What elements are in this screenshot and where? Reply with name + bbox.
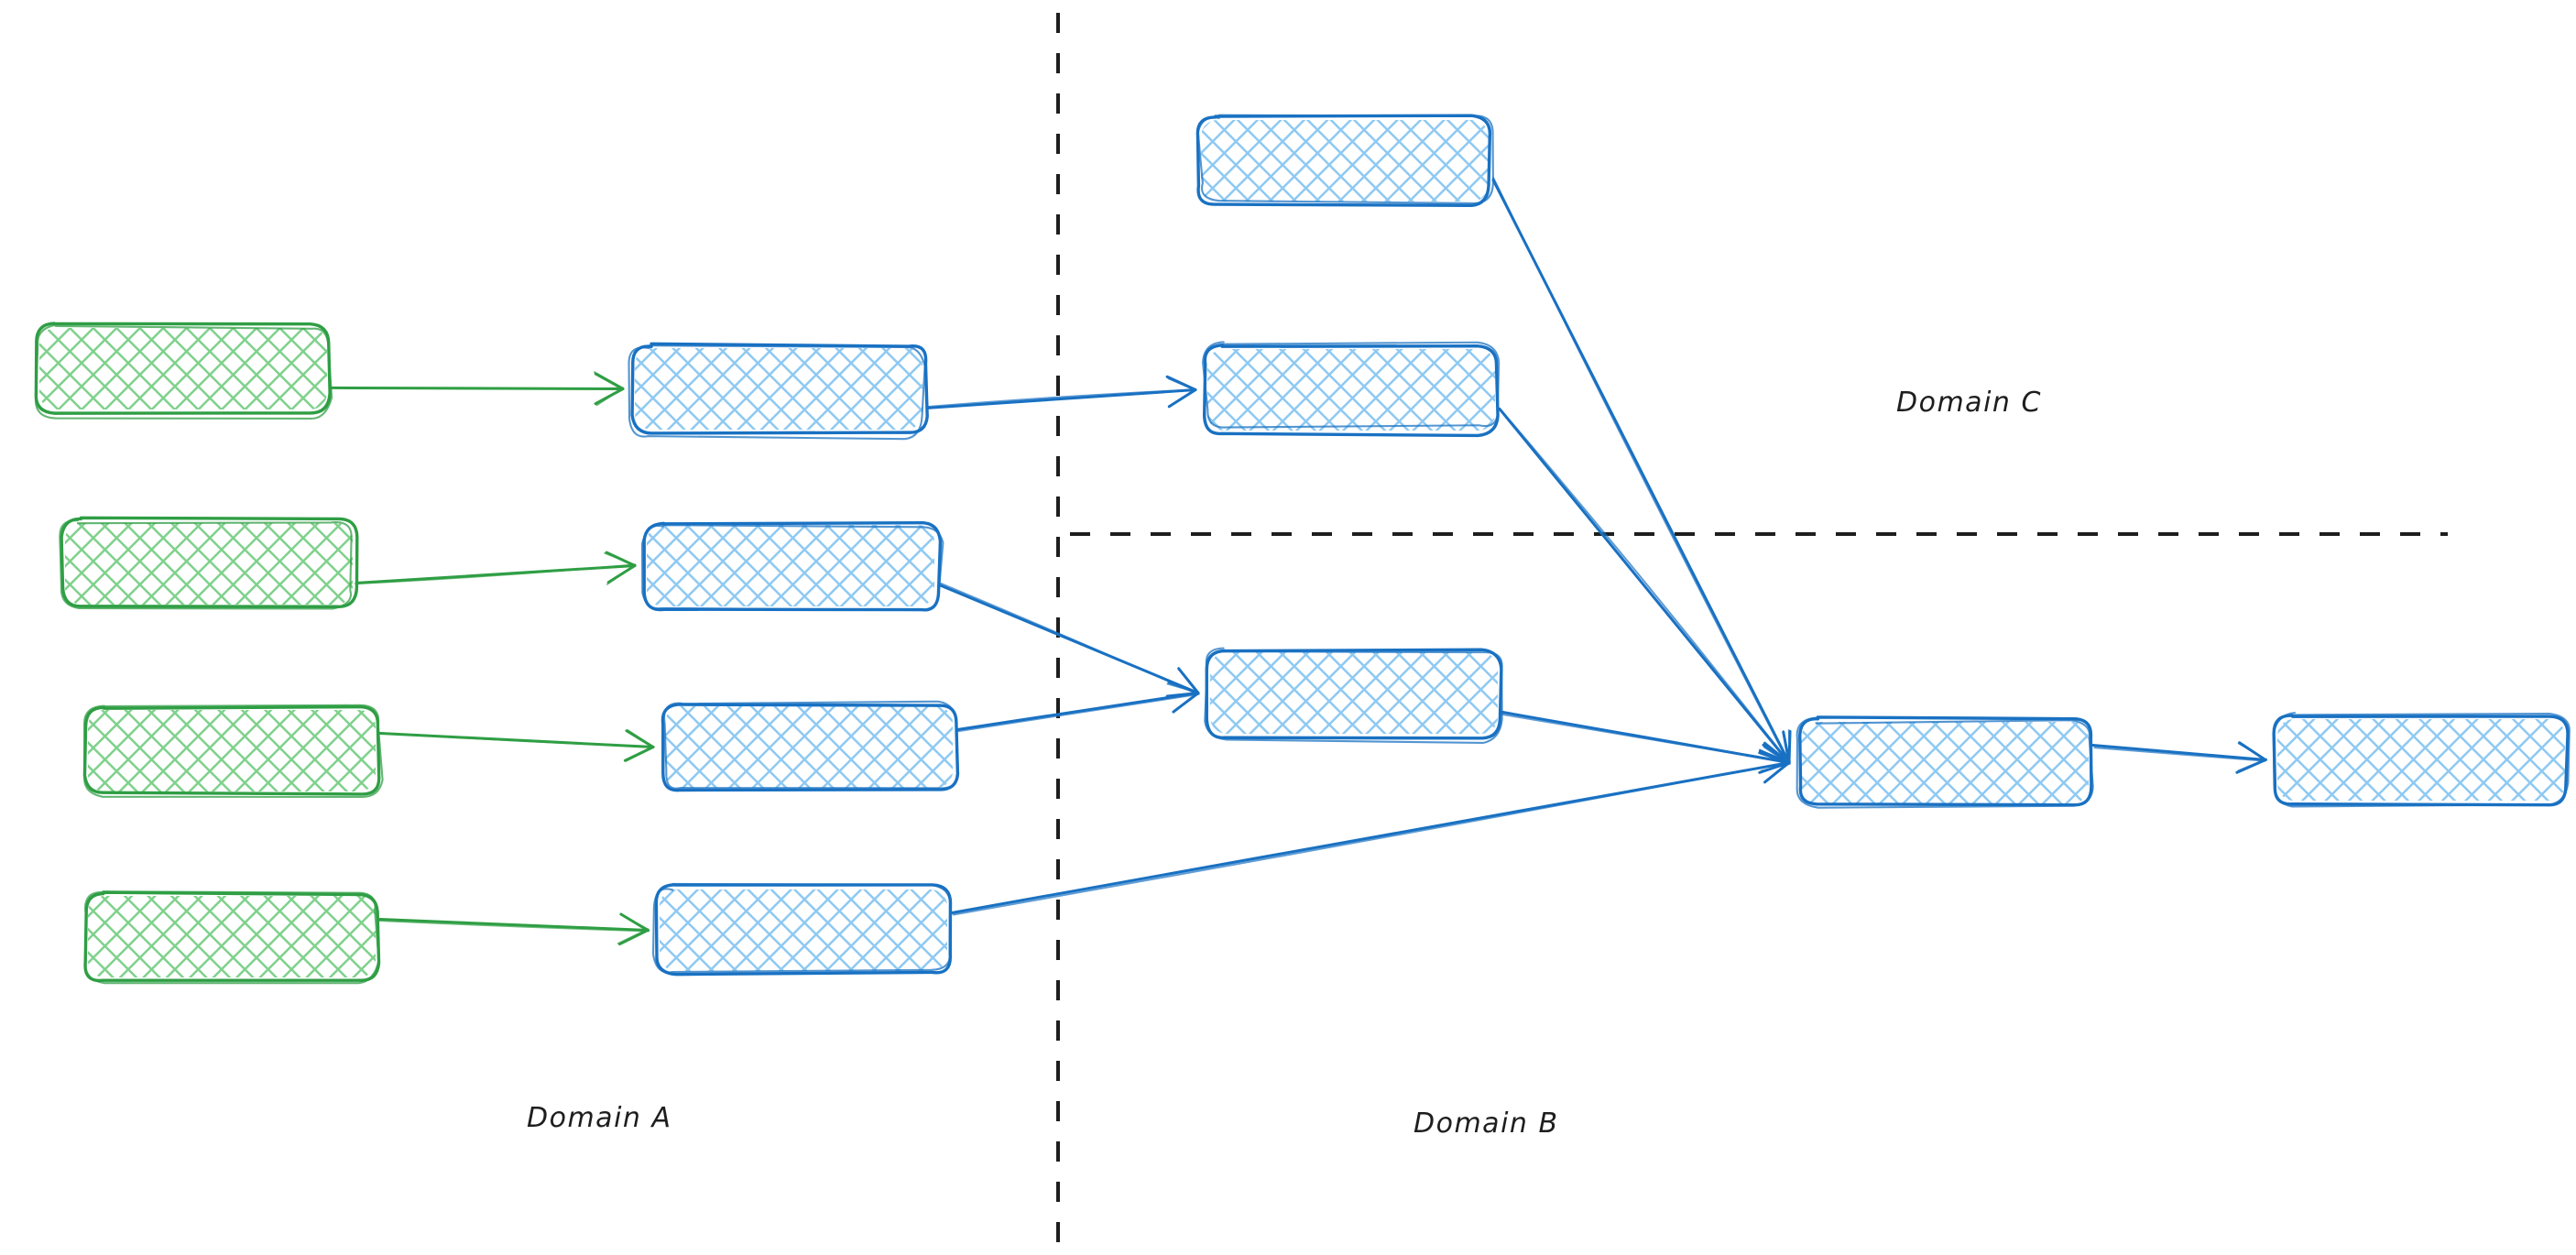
arrowhead-barb: [1764, 742, 1790, 765]
edge-shaft: [2091, 744, 2267, 761]
node-fill: [635, 348, 922, 430]
edge-shaft: [1498, 407, 1791, 764]
node-fill: [39, 328, 327, 409]
edge-c3-to-hub: [1499, 710, 1791, 774]
node-layer: [34, 114, 2571, 985]
edge-c2-to-hub: [1498, 407, 1791, 764]
arrowhead-barb: [593, 371, 624, 389]
edge-shaft: [378, 919, 650, 933]
edge-a3-to-b3: [377, 729, 655, 762]
node-fill: [1207, 349, 1495, 431]
arrowhead-barb: [1173, 693, 1199, 712]
node-outline: [34, 322, 332, 415]
node-outline: [651, 882, 952, 974]
node-outline: [1205, 648, 1503, 740]
node-fill: [88, 710, 376, 791]
edge-c1-to-hub: [1491, 176, 1792, 765]
node-outline: [628, 344, 926, 441]
edge-a1-to-b1: [330, 371, 625, 407]
arrowhead-barb: [1167, 389, 1196, 409]
node-outline: [84, 890, 380, 985]
edge-shaft: [1499, 713, 1790, 764]
edge-shaft: [1500, 409, 1790, 764]
node-outline: [59, 519, 353, 610]
node-outline: [1202, 343, 1500, 438]
node-a3[interactable]: [82, 704, 384, 798]
arrowhead-barb: [617, 928, 649, 944]
domain-c-label: Domain C: [1896, 387, 2042, 419]
arrowhead-barb: [1177, 667, 1200, 693]
domain-b-label: Domain B: [1414, 1108, 1559, 1140]
node-outline: [1196, 114, 1494, 204]
arrowhead-barb: [627, 729, 655, 748]
node-a4[interactable]: [83, 890, 381, 985]
node-b4[interactable]: [651, 882, 953, 977]
node-fill: [1801, 722, 2089, 803]
node-fill: [1210, 652, 1498, 734]
node-fill: [660, 889, 947, 971]
node-b3[interactable]: [660, 700, 960, 792]
node-outline: [630, 342, 929, 435]
node-c2[interactable]: [1202, 341, 1501, 438]
node-fill: [665, 706, 953, 788]
node-hub[interactable]: [1796, 715, 2094, 809]
edge-shaft: [355, 563, 637, 585]
node-outline: [1796, 716, 2094, 809]
edge-shaft: [378, 918, 649, 932]
arrowhead-barb: [1166, 682, 1199, 693]
node-c1[interactable]: [1195, 114, 1494, 208]
arrowhead-barb: [625, 747, 654, 762]
edge-shaft: [2093, 747, 2266, 762]
arrowhead-barb: [606, 564, 636, 585]
edge-b3-to-c3: [955, 681, 1200, 733]
arrowhead-barb: [604, 551, 636, 566]
node-outline: [83, 704, 384, 798]
arrowhead-barb: [2237, 742, 2268, 761]
node-fill: [88, 896, 376, 977]
node-outline: [1202, 341, 1501, 429]
arrowhead-barb: [595, 387, 625, 407]
node-fill: [647, 525, 934, 606]
edge-b4-to-hub: [950, 751, 1791, 916]
node-outline: [663, 700, 960, 790]
node-out[interactable]: [2272, 712, 2571, 808]
arrowhead-barb: [618, 929, 649, 946]
edge-shaft: [1492, 176, 1790, 763]
node-outline: [34, 323, 333, 420]
edge-a2-to-b2: [355, 551, 637, 585]
node-outline: [1204, 647, 1503, 745]
node-outline: [2272, 712, 2571, 808]
node-fill: [65, 523, 353, 605]
domain-divider-layer: [1056, 13, 2448, 1242]
arrowhead-barb: [620, 913, 650, 932]
node-b2[interactable]: [640, 521, 944, 612]
domain-a-label: Domain A: [527, 1102, 672, 1134]
edge-layer: [330, 176, 2268, 946]
arrowhead-barb: [2237, 758, 2268, 772]
edge-shaft: [938, 582, 1198, 695]
edge-hub-to-out: [2091, 741, 2268, 774]
edge-a4-to-b4: [378, 912, 650, 946]
node-fill: [1201, 120, 1489, 202]
edge-shaft: [927, 388, 1195, 408]
node-outline: [1798, 715, 2093, 807]
edge-shaft: [377, 731, 654, 748]
node-a2[interactable]: [59, 516, 359, 610]
node-outline: [640, 524, 944, 612]
arrowhead-barb: [1167, 377, 1197, 391]
edge-shaft: [925, 388, 1197, 409]
arrowhead-barb: [1760, 762, 1791, 772]
edge-shaft: [952, 761, 1790, 916]
node-fill: [2277, 719, 2565, 801]
node-b1[interactable]: [628, 342, 929, 441]
edge-shaft: [955, 692, 1200, 731]
arrowhead-barb: [1782, 730, 1791, 763]
node-outline: [82, 704, 381, 796]
node-c3[interactable]: [1204, 647, 1503, 745]
edge-shaft: [955, 693, 1200, 733]
node-a1[interactable]: [34, 322, 333, 420]
edge-b1-to-c2: [925, 375, 1197, 409]
edge-shaft: [331, 387, 624, 390]
edge-b2-to-c3: [937, 582, 1200, 698]
